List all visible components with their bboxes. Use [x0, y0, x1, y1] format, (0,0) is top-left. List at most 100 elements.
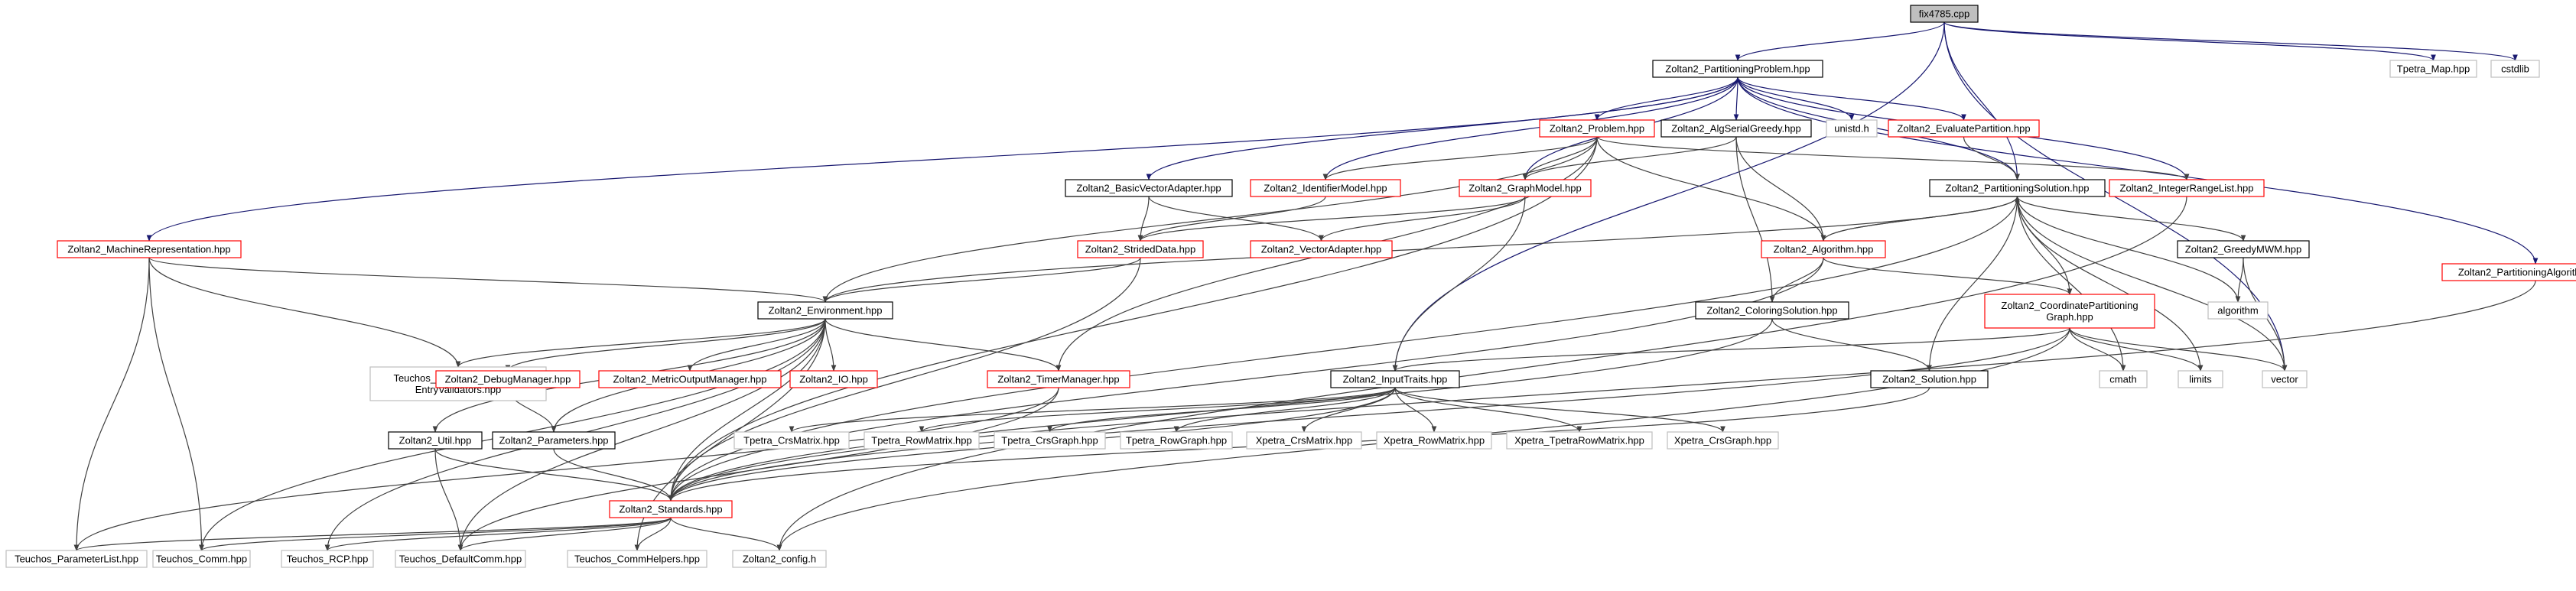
node-env[interactable]: Zoltan2_Environment.hpp — [757, 301, 893, 320]
node-gmwm[interactable]: Zoltan2_GreedyMWM.hpp — [2177, 240, 2310, 258]
edge-strided-to-env — [822, 257, 1141, 303]
edge-psol-to-gmwm — [2016, 196, 2246, 242]
edge-inputtraits-to-xcrsgraph — [1394, 387, 1725, 433]
node-unistd: unistd.h — [1826, 119, 1878, 138]
node-xcrsmat: Xpetra_CrsMatrix.hpp — [1246, 431, 1362, 450]
node-metricout[interactable]: Zoltan2_MetricOutputManager.hpp — [598, 370, 782, 388]
node-strided[interactable]: Zoltan2_StridedData.hpp — [1077, 240, 1204, 258]
edge-env-to-standards — [668, 318, 826, 502]
edge-params-to-standards — [553, 448, 674, 502]
node-label: Zoltan2_IdentifierModel.hpp — [1264, 183, 1387, 194]
node-label: Teuchos_Comm.hpp — [156, 554, 247, 565]
node-label: Zoltan2_BasicVectorAdapter.hpp — [1076, 183, 1221, 194]
edge-fix4785-to-pp — [1735, 21, 1945, 61]
node-label: Zoltan2_GraphModel.hpp — [1469, 183, 1581, 194]
node-box — [2177, 240, 2310, 258]
edge-env-to-metricout — [687, 318, 826, 372]
node-box — [1246, 431, 1362, 450]
edge-problem-to-idmodel — [1322, 136, 1598, 180]
edge-standards-to-tch — [634, 517, 672, 551]
node-label: Xpetra_RowMatrix.hpp — [1384, 435, 1485, 446]
node-label: Zoltan2_MachineRepresentation.hpp — [67, 244, 230, 255]
node-label: Zoltan2_PartitioningAlgorithms.hpp — [2458, 267, 2576, 278]
node-util[interactable]: Zoltan2_Util.hpp — [388, 431, 483, 450]
node-label: Xpetra_CrsGraph.hpp — [1674, 435, 1771, 446]
node-box — [1910, 5, 1979, 23]
edge-pp-to-machrep — [146, 76, 1738, 242]
node-irl[interactable]: Zoltan2_IntegerRangeList.hpp — [2109, 179, 2265, 197]
node-idmodel[interactable]: Zoltan2_IdentifierModel.hpp — [1250, 179, 1401, 197]
edge-cpg-to-vector — [2069, 327, 2288, 372]
node-colsol[interactable]: Zoltan2_ColoringSolution.hpp — [1695, 301, 1849, 320]
node-box — [1539, 119, 1655, 138]
node-box — [1667, 431, 1779, 450]
node-box — [57, 240, 242, 258]
node-label: fix4785.cpp — [1919, 8, 1970, 20]
edge-problem-to-algorithm — [1596, 136, 1826, 242]
node-psol[interactable]: Zoltan2_PartitioningSolution.hpp — [1929, 179, 2106, 197]
node-label: Zoltan2_IO.hpp — [799, 374, 868, 385]
edge-inputtraits-to-tcrsgraph — [1047, 387, 1396, 433]
edge-inputtraits-to-xtrowmat — [1394, 387, 1582, 433]
node-label: Zoltan2_DebugManager.hpp — [445, 374, 571, 385]
edge-fix4785-to-tmap — [1943, 21, 2436, 61]
node-label: Zoltan2_Environment.hpp — [769, 305, 883, 317]
node-label: Zoltan2_MetricOutputManager.hpp — [613, 374, 767, 385]
edge-machrep-to-tpl — [73, 257, 150, 551]
node-xrowmat: Xpetra_RowMatrix.hpp — [1376, 431, 1492, 450]
node-label: Zoltan2_StridedData.hpp — [1085, 244, 1196, 255]
node-pp[interactable]: Zoltan2_PartitioningProblem.hpp — [1652, 60, 1823, 78]
node-box — [994, 431, 1106, 450]
node-standards[interactable]: Zoltan2_Standards.hpp — [609, 500, 733, 518]
edge-palgs-to-standards — [668, 280, 2536, 502]
edge-env-to-tspev — [455, 318, 826, 368]
node-box — [152, 550, 251, 568]
node-palgs[interactable]: Zoltan2_PartitioningAlgorithms.hpp — [2441, 263, 2576, 281]
edge-inputtraits-to-trowgraph — [1173, 387, 1396, 433]
node-evalpart[interactable]: Zoltan2_EvaluatePartition.hpp — [1888, 119, 2040, 138]
edge-psol-to-cmath — [2016, 196, 2126, 372]
node-box — [5, 550, 148, 568]
node-fix4785[interactable]: fix4785.cpp — [1910, 5, 1979, 23]
edge-asg-to-colsol — [1735, 136, 1775, 303]
edge-timermgr-to-tpl — [73, 387, 1059, 551]
node-tch: Teuchos_CommHelpers.hpp — [567, 550, 707, 568]
node-problem[interactable]: Zoltan2_Problem.hpp — [1539, 119, 1655, 138]
edge-algorithm-to-psol — [1823, 196, 2020, 242]
edge-env-to-tdc — [457, 318, 826, 551]
node-params[interactable]: Zoltan2_Parameters.hpp — [492, 431, 616, 450]
edge-psol-to-vector — [2016, 196, 2288, 372]
node-timermgr[interactable]: Zoltan2_TimerManager.hpp — [987, 370, 1130, 388]
node-solution[interactable]: Zoltan2_Solution.hpp — [1870, 370, 1989, 388]
edge-machrep-to-env — [148, 257, 828, 303]
node-graphmodel[interactable]: Zoltan2_GraphModel.hpp — [1459, 179, 1592, 197]
node-asg[interactable]: Zoltan2_AlgSerialGreedy.hpp — [1660, 119, 1812, 138]
edge-standards-to-tpl — [73, 517, 672, 551]
edge-problem-to-graphmodel — [1522, 136, 1598, 180]
node-inputtraits[interactable]: Zoltan2_InputTraits.hpp — [1330, 370, 1460, 388]
node-box — [2178, 370, 2223, 388]
edge-psol-to-algo_std — [2016, 196, 2241, 303]
node-box — [388, 431, 483, 450]
node-box — [1250, 240, 1393, 258]
node-box — [1330, 370, 1460, 388]
node-label: Zoltan2_AlgSerialGreedy.hpp — [1671, 123, 1801, 135]
node-io[interactable]: Zoltan2_IO.hpp — [789, 370, 878, 388]
node-label: Zoltan2_TimerManager.hpp — [997, 374, 1119, 385]
node-algorithm[interactable]: Zoltan2_Algorithm.hpp — [1761, 240, 1886, 258]
node-machrep[interactable]: Zoltan2_MachineRepresentation.hpp — [57, 240, 242, 258]
node-box — [1984, 294, 2155, 329]
edge-inputtraits-to-trowmat — [919, 387, 1396, 433]
edge-inputtraits-to-xrowmat — [1394, 387, 1437, 433]
node-debugmgr[interactable]: Zoltan2_DebugManager.hpp — [435, 370, 581, 388]
node-bva[interactable]: Zoltan2_BasicVectorAdapter.hpp — [1065, 179, 1233, 197]
node-label: cmath — [2109, 374, 2136, 385]
node-vecadapt[interactable]: Zoltan2_VectorAdapter.hpp — [1250, 240, 1393, 258]
node-label: Tpetra_RowGraph.hpp — [1126, 435, 1227, 446]
node-label: Zoltan2_Standards.hpp — [619, 504, 722, 515]
edge-fix4785-to-cstdlib — [1943, 21, 2518, 61]
node-box — [1652, 60, 1823, 78]
node-label: Teuchos_CommHelpers.hpp — [574, 554, 700, 565]
node-label: Zoltan2_GreedyMWM.hpp — [2185, 244, 2301, 255]
